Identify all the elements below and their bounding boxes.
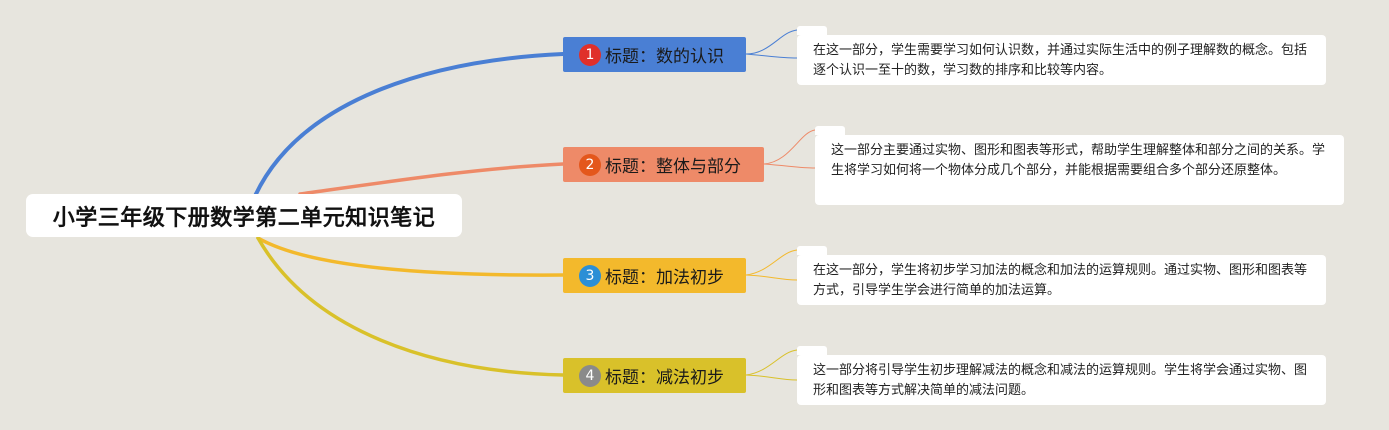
central-topic-title: 小学三年级下册数学第二单元知识笔记 <box>52 205 436 231</box>
note-tab <box>797 346 827 355</box>
topic-label: 标题：减法初步 <box>605 368 724 388</box>
topic-node-1[interactable]: 1 标题：数的认识 <box>563 37 746 72</box>
topic-label: 标题：加法初步 <box>605 268 724 288</box>
branch-line-2 <box>298 162 565 196</box>
priority-1-icon: 1 <box>579 43 601 66</box>
topic-label: 标题：整体与部分 <box>605 157 741 177</box>
branch-line-1 <box>253 52 565 198</box>
note-connector-2 <box>763 129 816 169</box>
note-text: 在这一部分，学生将初步学习加法的概念和加法的运算规则。通过实物、图形和图表等方式… <box>813 263 1308 298</box>
priority-3-icon: 3 <box>579 264 601 287</box>
topic-node-3[interactable]: 3 标题：加法初步 <box>563 258 746 293</box>
branch-line-3 <box>256 236 565 277</box>
topic-label: 标题：数的认识 <box>605 47 724 67</box>
branch-line-4 <box>256 236 565 377</box>
topic-node-2[interactable]: 2 标题：整体与部分 <box>563 147 764 182</box>
priority-4-icon: 4 <box>579 364 601 387</box>
note-connector-4 <box>745 349 798 381</box>
topic-node-4[interactable]: 4 标题：减法初步 <box>563 358 746 393</box>
note-card-2[interactable]: 这一部分主要通过实物、图形和图表等形式，帮助学生理解整体和部分之间的关系。学生将… <box>815 135 1344 205</box>
note-card-4[interactable]: 这一部分将引导学生初步理解减法的概念和减法的运算规则。学生将学会通过实物、图形和… <box>797 355 1326 405</box>
note-connector-3 <box>745 249 798 281</box>
note-text: 在这一部分，学生需要学习如何认识数，并通过实际生活中的例子理解数的概念。包括逐个… <box>813 43 1308 78</box>
note-text: 这一部分将引导学生初步理解减法的概念和减法的运算规则。学生将学会通过实物、图形和… <box>813 363 1308 398</box>
note-tab <box>797 26 827 35</box>
central-topic[interactable]: 小学三年级下册数学第二单元知识笔记 <box>26 194 462 237</box>
priority-2-icon: 2 <box>579 153 601 176</box>
note-card-1[interactable]: 在这一部分，学生需要学习如何认识数，并通过实际生活中的例子理解数的概念。包括逐个… <box>797 35 1326 85</box>
note-tab <box>797 246 827 255</box>
note-text: 这一部分主要通过实物、图形和图表等形式，帮助学生理解整体和部分之间的关系。学生将… <box>831 143 1326 178</box>
note-tab <box>815 126 845 135</box>
note-connector-1 <box>745 29 798 59</box>
note-card-3[interactable]: 在这一部分，学生将初步学习加法的概念和加法的运算规则。通过实物、图形和图表等方式… <box>797 255 1326 305</box>
